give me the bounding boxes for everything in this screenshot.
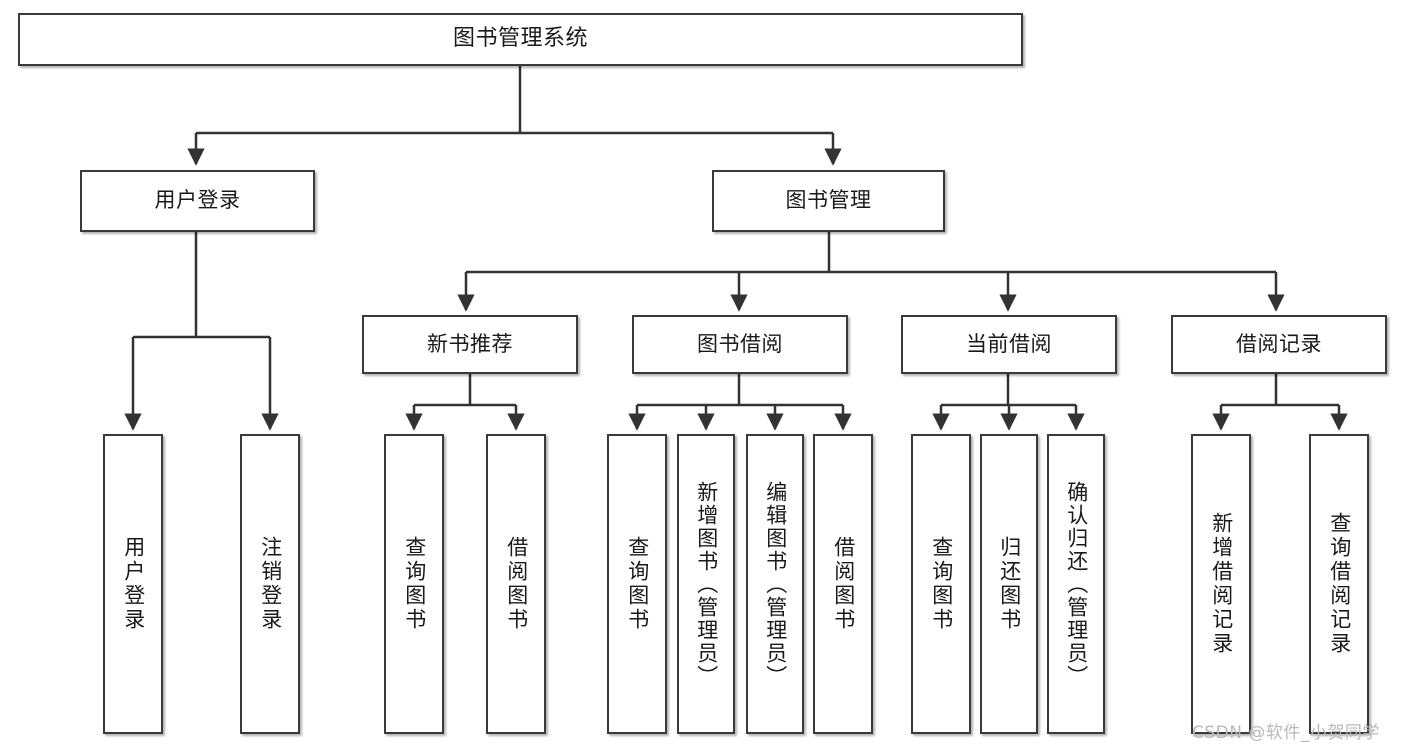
node-leaf-user-login-label: 用户登录 <box>121 536 146 632</box>
node-leaf-borrow-book-a-label: 借阅图书 <box>504 536 529 632</box>
node-leaf-borrow-book-b[interactable]: 借阅图书 <box>813 434 873 734</box>
node-leaf-user-login[interactable]: 用户登录 <box>103 434 163 734</box>
node-leaf-query-book-b-label: 查询图书 <box>625 536 650 632</box>
node-leaf-add-book-label: 新增图书（管理员） <box>694 480 719 688</box>
node-leaf-query-book-c-label: 查询图书 <box>929 536 954 632</box>
node-leaf-query-record-label: 查询借阅记录 <box>1327 512 1352 656</box>
node-book-borrow-label: 图书借阅 <box>697 331 783 356</box>
node-new-book-rec[interactable]: 新书推荐 <box>362 315 578 374</box>
node-leaf-confirm-return-label: 确认归还（管理员） <box>1064 480 1089 688</box>
watermark: CSDN @软件_小贺同学 <box>1192 723 1380 743</box>
node-leaf-query-book-a[interactable]: 查询图书 <box>384 434 444 734</box>
node-root-label: 图书管理系统 <box>452 26 588 52</box>
node-leaf-query-record[interactable]: 查询借阅记录 <box>1309 434 1369 734</box>
node-current-borrow-label: 当前借阅 <box>966 331 1052 356</box>
node-root[interactable]: 图书管理系统 <box>18 13 1023 66</box>
node-leaf-edit-book-label: 编辑图书（管理员） <box>763 480 788 688</box>
node-leaf-logout[interactable]: 注销登录 <box>240 434 300 734</box>
node-leaf-query-book-b[interactable]: 查询图书 <box>607 434 667 734</box>
node-book-manage[interactable]: 图书管理 <box>712 170 945 232</box>
node-leaf-add-book[interactable]: 新增图书（管理员） <box>677 434 735 734</box>
node-current-borrow[interactable]: 当前借阅 <box>901 315 1117 374</box>
node-user-login-label: 用户登录 <box>154 188 241 213</box>
node-leaf-add-record-label: 新增借阅记录 <box>1209 512 1234 656</box>
node-borrow-record[interactable]: 借阅记录 <box>1171 315 1387 374</box>
node-new-book-rec-label: 新书推荐 <box>427 331 513 356</box>
node-leaf-query-book-c[interactable]: 查询图书 <box>911 434 971 734</box>
node-leaf-add-record[interactable]: 新增借阅记录 <box>1191 434 1251 734</box>
node-leaf-edit-book[interactable]: 编辑图书（管理员） <box>746 434 804 734</box>
node-leaf-borrow-book-a[interactable]: 借阅图书 <box>486 434 546 734</box>
node-leaf-return-book[interactable]: 归还图书 <box>980 434 1038 734</box>
node-leaf-confirm-return[interactable]: 确认归还（管理员） <box>1047 434 1105 734</box>
node-borrow-record-label: 借阅记录 <box>1236 331 1322 356</box>
node-book-borrow[interactable]: 图书借阅 <box>632 315 848 374</box>
node-leaf-logout-label: 注销登录 <box>258 536 283 632</box>
node-leaf-borrow-book-b-label: 借阅图书 <box>831 536 856 632</box>
node-leaf-return-book-label: 归还图书 <box>997 536 1022 632</box>
node-user-login[interactable]: 用户登录 <box>80 170 315 232</box>
node-leaf-query-book-a-label: 查询图书 <box>402 536 427 632</box>
node-book-manage-label: 图书管理 <box>785 188 872 213</box>
